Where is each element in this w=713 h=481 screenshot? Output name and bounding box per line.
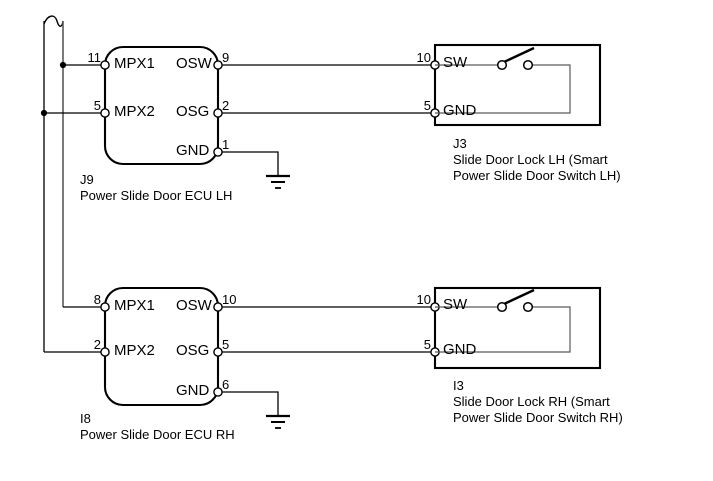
ecu-rh-port-mpx2: MPX2 xyxy=(114,342,155,359)
lock-lh-internal-circuit xyxy=(435,64,571,114)
gnd-lh-wire xyxy=(222,151,279,176)
ecu-lh-port-gnd: GND xyxy=(176,142,210,159)
mpx2-bus-wire xyxy=(40,21,105,353)
lock-lh-pin-gnd: 5 xyxy=(423,98,431,113)
lock-rh-pin-gnd: 5 xyxy=(423,337,431,352)
ecu-lh-pin-mpx1: 11 xyxy=(87,50,102,65)
lock-lh-description-line1: Slide Door Lock LH (Smart xyxy=(453,152,608,167)
ecu-rh-pin-mpx1: 8 xyxy=(93,292,101,307)
ecu-lh-pin-osw: 9 xyxy=(222,50,230,65)
ecu-rh-port-osw: OSW xyxy=(176,297,212,314)
ecu-rh-description: Power Slide Door ECU RH xyxy=(80,427,235,442)
lock-lh-id: J3 xyxy=(453,136,467,151)
ecu-rh-port-gnd: GND xyxy=(176,382,210,399)
ecu-rh-box xyxy=(103,286,220,407)
ecu-lh-port-osw: OSW xyxy=(176,55,212,72)
ecu-rh-pins xyxy=(100,302,223,397)
lock-rh-port-sw: SW xyxy=(443,296,468,313)
lock-lh-port-sw: SW xyxy=(443,54,468,71)
ecu-rh-port-osg: OSG xyxy=(176,342,210,359)
chassis-ground-icon-lh xyxy=(266,174,290,189)
ecu-lh-port-osg: OSG xyxy=(176,103,210,120)
chassis-ground-icon-rh xyxy=(266,414,290,429)
lock-lh-box xyxy=(433,43,602,127)
ecu-lh-description: Power Slide Door ECU LH xyxy=(80,188,233,203)
wire-break-squiggle xyxy=(43,15,64,27)
ecu-rh-id: I8 xyxy=(80,411,91,426)
ecu-rh-pin-osg: 5 xyxy=(222,337,230,352)
lock-rh-port-gnd: GND xyxy=(443,341,477,358)
ecu-lh-pin-osg: 2 xyxy=(222,98,230,113)
ecu-lh-pin-mpx2: 5 xyxy=(93,98,101,113)
ecu-lh-id: J9 xyxy=(80,172,94,187)
lock-lh-switch-icon[interactable] xyxy=(496,46,535,71)
ecu-lh-pin-gnd: 1 xyxy=(222,137,230,152)
ecu-lh-port-mpx2: MPX2 xyxy=(114,103,155,120)
lock-rh-description-line1: Slide Door Lock RH (Smart xyxy=(453,394,610,409)
lock-lh-description-line2: Power Slide Door Switch LH) xyxy=(453,168,621,183)
gnd-rh-wire xyxy=(222,391,279,416)
ecu-lh-port-mpx1: MPX1 xyxy=(114,55,155,72)
lock-lh-port-gnd: GND xyxy=(443,102,477,119)
lock-rh-description-line2: Power Slide Door Switch RH) xyxy=(453,410,623,425)
mpx1-bus-wire xyxy=(59,21,105,308)
lock-rh-internal-circuit xyxy=(435,306,571,353)
ecu-rh-pin-osw: 10 xyxy=(222,292,237,307)
lock-lh-pin-sw: 10 xyxy=(416,50,431,65)
ecu-lh-box xyxy=(103,45,220,166)
lock-rh-box xyxy=(433,286,602,370)
lock-rh-id: I3 xyxy=(453,378,464,393)
ecu-rh-pin-gnd: 6 xyxy=(222,377,230,392)
lock-rh-switch-icon[interactable] xyxy=(496,288,535,313)
ecu-rh-pin-mpx2: 2 xyxy=(93,337,101,352)
ecu-rh-port-mpx1: MPX1 xyxy=(114,297,155,314)
lock-rh-pin-sw: 10 xyxy=(416,292,431,307)
